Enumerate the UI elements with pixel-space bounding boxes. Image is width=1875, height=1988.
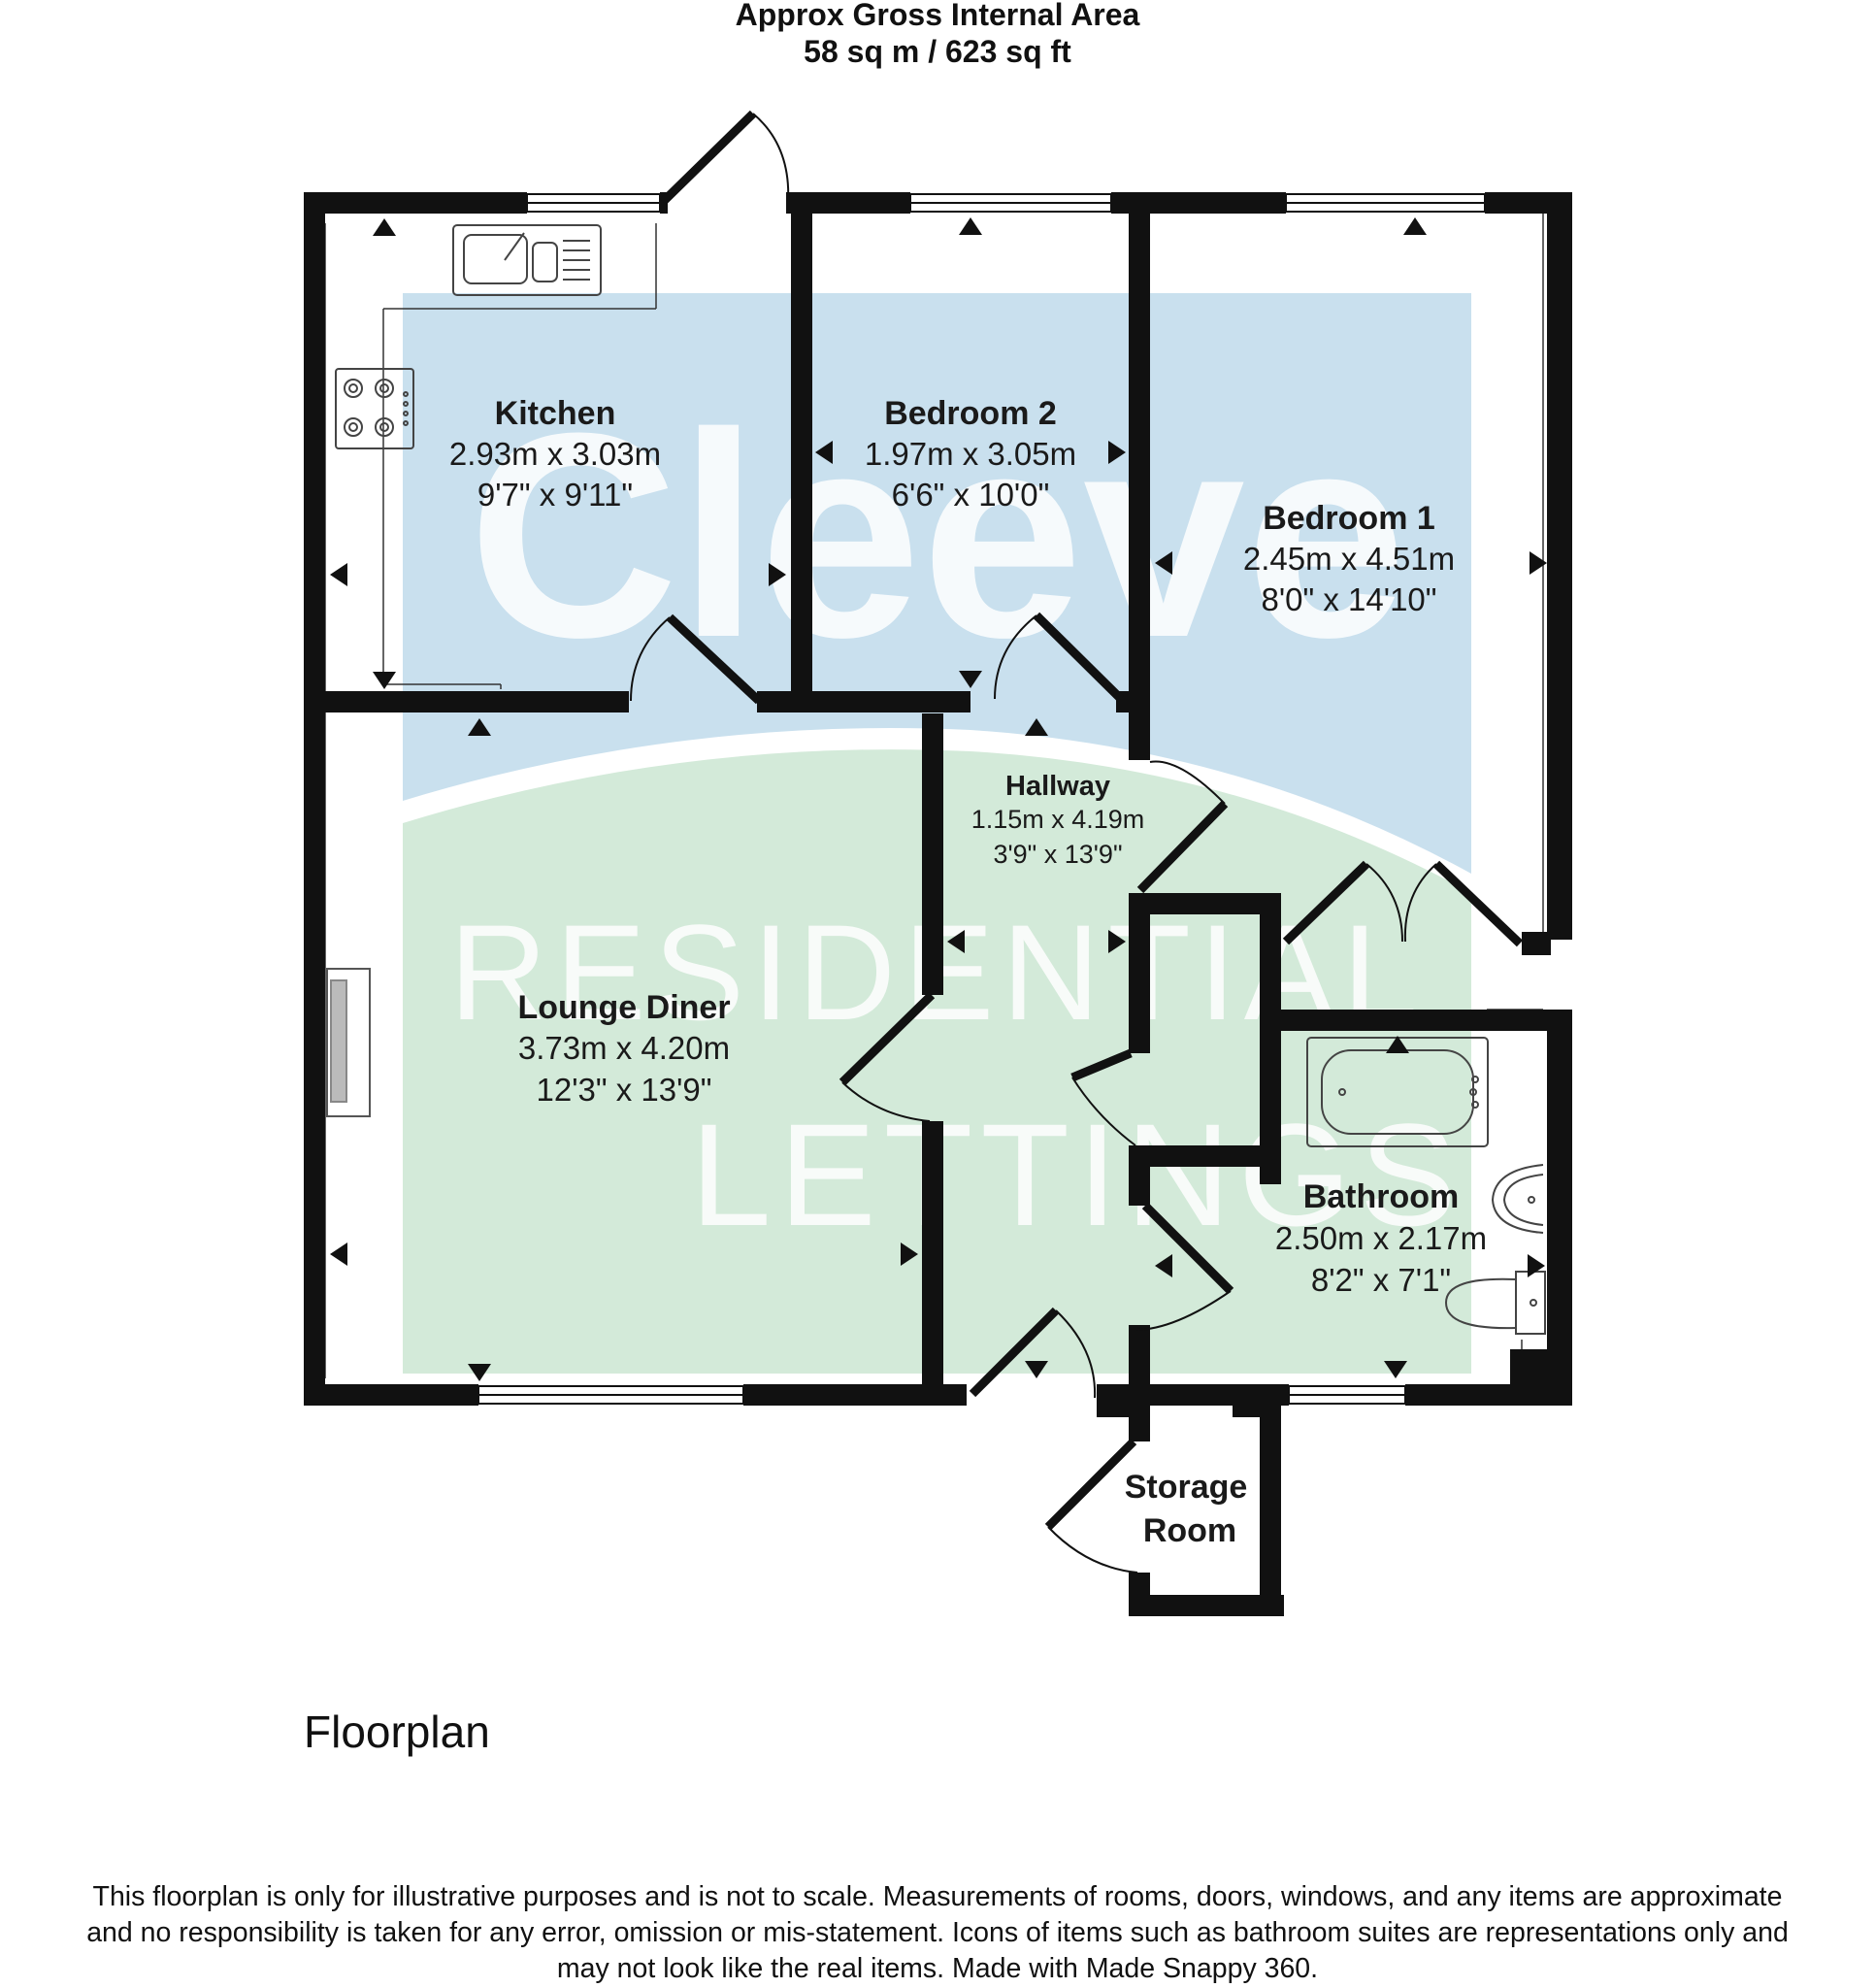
kitchen-name: Kitchen — [495, 395, 616, 432]
doors — [630, 110, 1524, 1574]
room-hallway-label: Hallway 1.15m x 4.19m 3'9" x 13'9" — [971, 771, 1145, 869]
bedroom1-metric: 2.45m x 4.51m — [1243, 541, 1455, 577]
watermark-line2: LETTINGS — [690, 1093, 1464, 1256]
room-bedroom2-label: Bedroom 2 1.97m x 3.05m 6'6" x 10'0" — [865, 395, 1076, 513]
walls — [304, 192, 1572, 1616]
windows — [477, 193, 1486, 1405]
kitchen-metric: 2.93m x 3.03m — [449, 436, 661, 472]
room-kitchen-label: Kitchen 2.93m x 3.03m 9'7" x 9'11" — [449, 395, 661, 513]
gross-area-value: 58 sq m / 623 sq ft — [804, 34, 1071, 69]
disclaimer-line3: may not look like the real items. Made w… — [556, 1953, 1319, 1984]
lounge-metric: 3.73m x 4.20m — [518, 1030, 730, 1066]
sink-icon — [452, 224, 602, 296]
dimension-arrows — [330, 217, 1547, 1381]
room-lounge-label: Lounge Diner 3.73m x 4.20m 12'3" x 13'9" — [517, 989, 730, 1108]
lounge-name: Lounge Diner — [517, 989, 730, 1026]
disclaimer-line2: and no responsibility is taken for any e… — [86, 1917, 1789, 1948]
storage-line1: Storage — [1125, 1469, 1248, 1506]
disclaimer: This floorplan is only for illustrative … — [0, 1879, 1875, 1987]
gross-area-title: Approx Gross Internal Area — [736, 0, 1140, 32]
storage-line2: Room — [1143, 1512, 1236, 1549]
floorplan-label: Floorplan — [304, 1706, 490, 1757]
bathroom-name: Bathroom — [1303, 1178, 1460, 1215]
watermark-brand: Cleeve — [468, 372, 1406, 698]
bathroom-metric: 2.50m x 2.17m — [1275, 1220, 1487, 1256]
room-storage-label: Storage Room — [1125, 1469, 1248, 1549]
lounge-imperial: 12'3" x 13'9" — [537, 1072, 712, 1108]
bedroom1-imperial: 8'0" x 14'10" — [1262, 581, 1437, 617]
bedroom2-imperial: 6'6" x 10'0" — [892, 477, 1050, 513]
basin-icon — [1491, 1164, 1544, 1234]
room-bathroom-label: Bathroom 2.50m x 2.17m 8'2" x 7'1" — [1275, 1178, 1487, 1298]
bedroom1-name: Bedroom 1 — [1263, 500, 1435, 537]
hob-icon — [335, 368, 414, 449]
disclaimer-line1: This floorplan is only for illustrative … — [92, 1881, 1783, 1912]
fireplace-icon — [326, 968, 371, 1117]
bedroom2-name: Bedroom 2 — [884, 395, 1057, 432]
bedroom2-metric: 1.97m x 3.05m — [865, 436, 1076, 472]
hallway-name: Hallway — [1005, 771, 1110, 802]
kitchen-imperial: 9'7" x 9'11" — [477, 477, 633, 513]
room-bedroom1-label: Bedroom 1 2.45m x 4.51m 8'0" x 14'10" — [1243, 500, 1455, 617]
bathroom-imperial: 8'2" x 7'1" — [1311, 1262, 1451, 1298]
hallway-metric: 1.15m x 4.19m — [971, 805, 1145, 834]
hallway-imperial: 3'9" x 13'9" — [993, 840, 1122, 869]
